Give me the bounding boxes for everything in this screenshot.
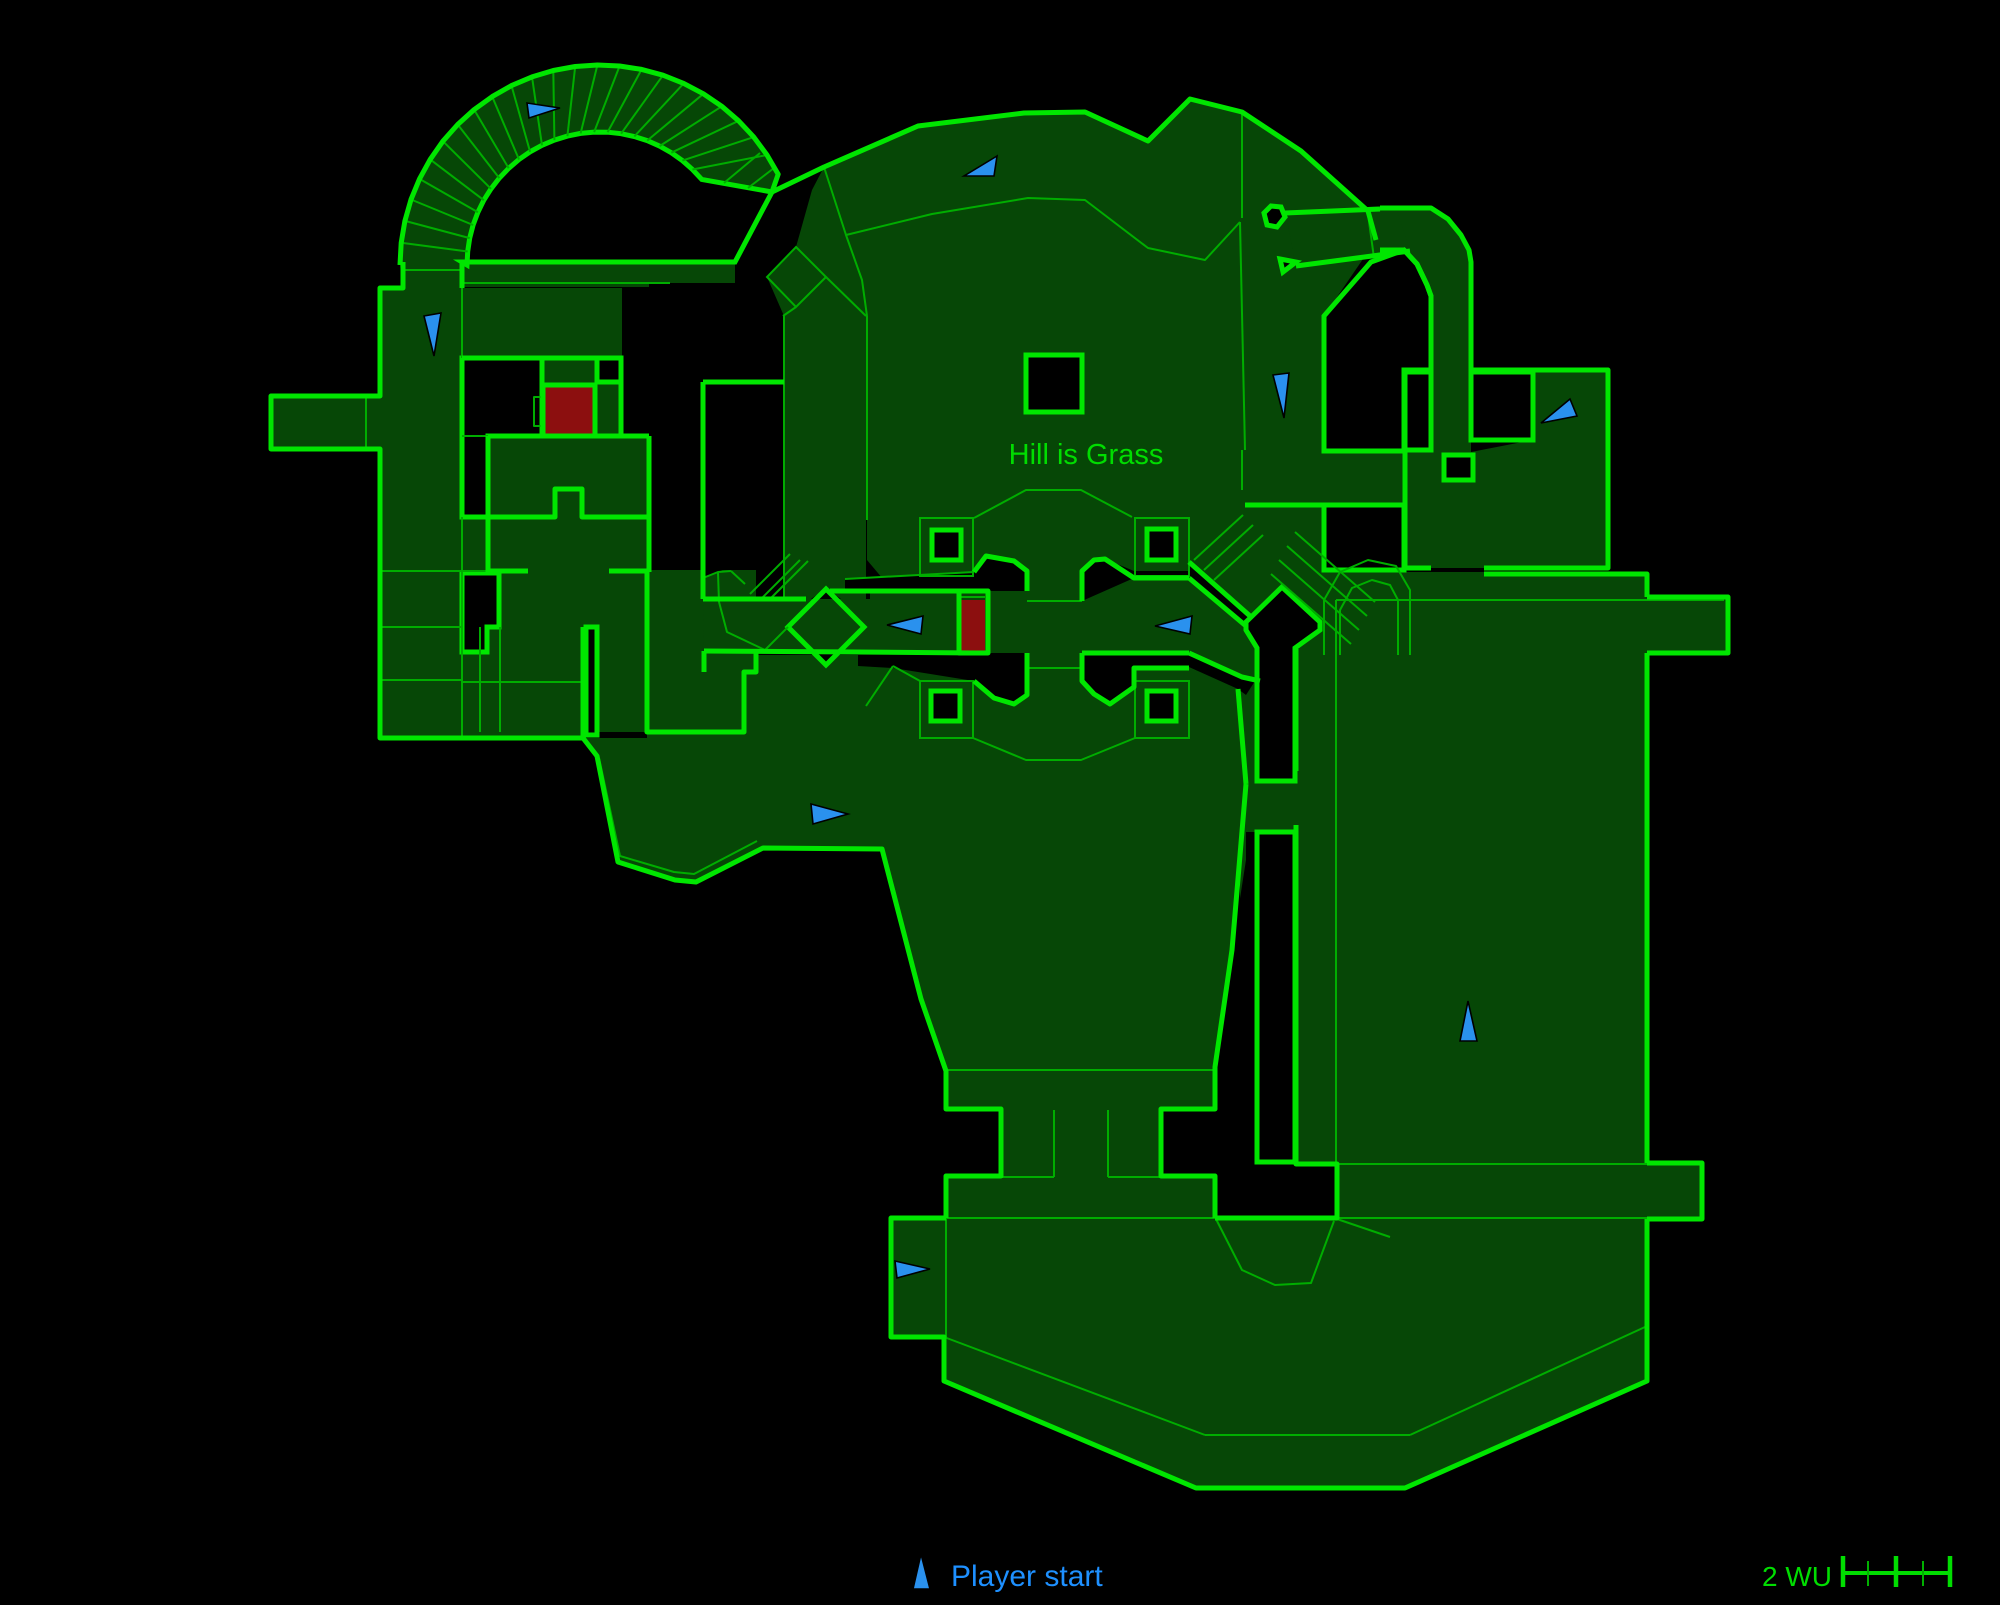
svg-text:Hill is Grass: Hill is Grass xyxy=(1009,439,1164,471)
svg-text:2 WU: 2 WU xyxy=(1762,1561,1832,1592)
svg-text:Player start: Player start xyxy=(951,1560,1103,1593)
